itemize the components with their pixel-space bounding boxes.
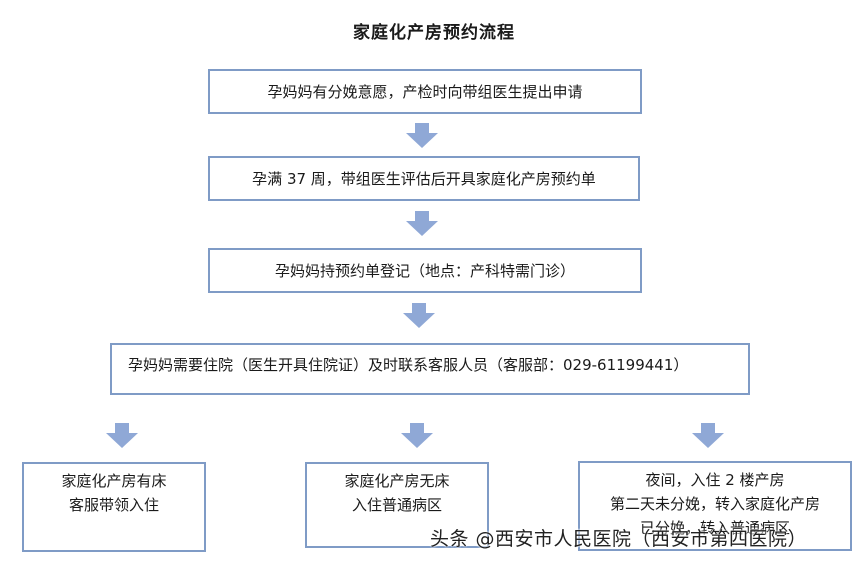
step-apply-text: 孕妈妈有分娩意愿，产检时向带组医生提出申请	[267, 82, 583, 101]
arrow-down-icon	[404, 211, 440, 237]
arrow-down-icon	[690, 423, 726, 449]
outcome-line: 已分娩，转入普通病区	[639, 519, 790, 537]
outcome-bed-available: 家庭化产房有床 客服带领入住	[22, 462, 206, 552]
step-apply: 孕妈妈有分娩意愿，产检时向带组医生提出申请	[208, 69, 642, 114]
outcome-line: 夜间，入住 2 楼产房	[645, 471, 785, 489]
step-register-text: 孕妈妈持预约单登记（地点：产科特需门诊）	[274, 261, 575, 280]
arrow-down-icon	[104, 423, 140, 449]
outcome-line: 第二天未分娩，转入家庭化产房	[609, 495, 820, 513]
step-reservation-form: 孕满 37 周，带组医生评估后开具家庭化产房预约单	[208, 156, 640, 201]
outcome-line: 入住普通病区	[351, 496, 442, 514]
arrow-down-icon	[399, 423, 435, 449]
outcome-line: 客服带领入住	[68, 496, 159, 514]
step-hospitalization-text: 孕妈妈需要住院（医生开具住院证）及时联系客服人员（客服部：029-6119944…	[128, 356, 689, 374]
step-hospitalization: 孕妈妈需要住院（医生开具住院证）及时联系客服人员（客服部：029-6119944…	[110, 343, 750, 395]
step-register: 孕妈妈持预约单登记（地点：产科特需门诊）	[208, 248, 642, 293]
outcome-line: 家庭化产房有床	[61, 472, 167, 490]
outcome-line: 家庭化产房无床	[344, 472, 450, 490]
arrow-down-icon	[404, 123, 440, 149]
outcome-night: 夜间，入住 2 楼产房 第二天未分娩，转入家庭化产房 已分娩，转入普通病区	[578, 461, 852, 551]
arrow-down-icon	[401, 303, 437, 329]
page-title: 家庭化产房预约流程	[353, 23, 515, 43]
outcome-no-bed: 家庭化产房无床 入住普通病区	[305, 462, 489, 548]
step-reservation-form-text: 孕满 37 周，带组医生评估后开具家庭化产房预约单	[252, 169, 596, 188]
watermark: 头条 @西安市人民医院（西安市第四医院）	[430, 528, 808, 550]
